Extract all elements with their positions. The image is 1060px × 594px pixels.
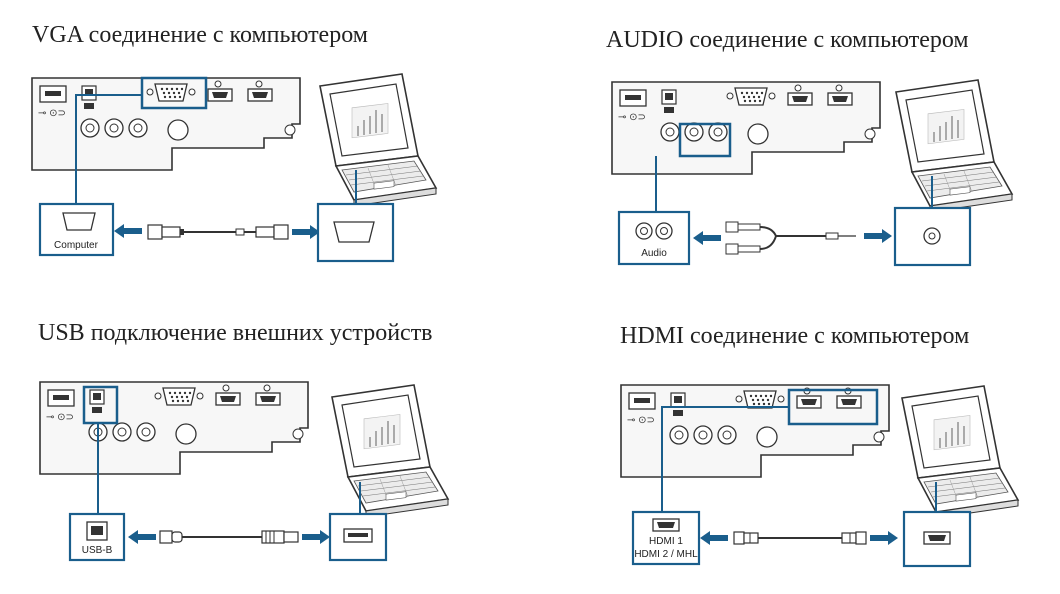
arrow-right-icon: [870, 531, 898, 545]
laptop-usb-a-port-core: [348, 533, 368, 537]
audio-port-callout: [617, 210, 691, 266]
audio-port-highlight: [678, 122, 732, 158]
arrow-right-icon: [302, 530, 330, 544]
laptop-hdmi-port-core: [928, 535, 946, 541]
hdmi-port-core: [657, 522, 675, 528]
laptop-vga-port-icon: [333, 221, 375, 243]
usb-panel: USB-B: [39, 381, 449, 562]
hdmi-panel: HDMI 1 HDMI 2 / MHL: [620, 384, 1019, 568]
audio-port-label: Audio: [641, 248, 667, 259]
audio-panel-title: AUDIO соединение с компьютером: [606, 27, 969, 53]
projector-rear-panel: [611, 81, 881, 175]
arrow-left-icon: [114, 224, 142, 238]
arrow-right-icon: [292, 225, 320, 239]
arrow-right-icon: [864, 229, 892, 243]
arrow-left-icon: [128, 530, 156, 544]
usb-port-highlight: [82, 385, 119, 425]
hdmi-cable: [733, 531, 867, 545]
arrow-left-icon: [693, 231, 721, 245]
vga-panel-title: VGA соединение с компьютером: [32, 22, 368, 48]
usb-port-label: USB-B: [82, 545, 113, 556]
hdmi-port-label-1: HDMI 1: [649, 536, 683, 547]
hdmi-port-label-2: HDMI 2 / MHL: [634, 549, 698, 560]
vga-port-label: Computer: [54, 240, 99, 251]
usb-cable: [159, 530, 299, 544]
laptop-icon: [895, 79, 1013, 213]
hdmi-panel-title: HDMI соединение с компьютером: [620, 323, 970, 349]
audio-jack-right-core: [660, 227, 668, 235]
vga-port-highlight: [140, 76, 208, 110]
vga-panel: Computer: [31, 73, 437, 263]
audio-cable: [725, 221, 856, 255]
laptop-audio-jack-core: [928, 232, 936, 240]
projector-rear-panel: [31, 77, 301, 171]
projector-rear-panel: [39, 381, 309, 475]
vga-leader-line: [75, 94, 142, 205]
laptop-icon: [331, 384, 449, 518]
laptop-icon: [901, 385, 1019, 519]
vga-cable: [147, 224, 289, 240]
audio-jack-left-core: [640, 227, 648, 235]
usb-b-port-core: [91, 526, 103, 535]
vga-port-icon: [62, 212, 96, 231]
hdmi-leader-line: [661, 406, 789, 512]
usb-panel-title: USB подключение внешних устройств: [38, 320, 433, 346]
arrow-left-icon: [700, 531, 728, 545]
laptop-icon: [319, 73, 437, 207]
audio-panel: Audio: [611, 79, 1013, 267]
